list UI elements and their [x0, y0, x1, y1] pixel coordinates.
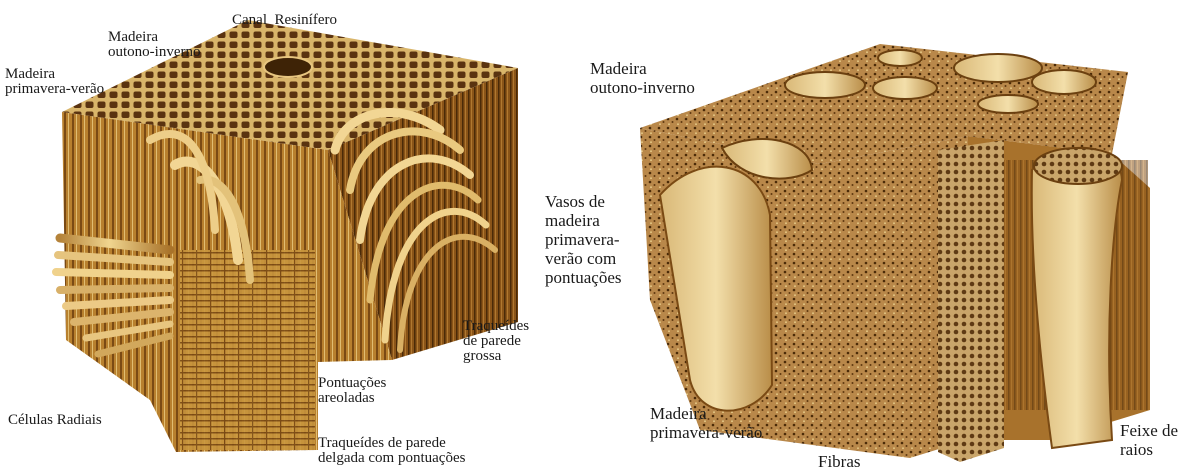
label-right-madeira-outono-inverno: Madeira outono-inverno — [590, 59, 695, 97]
large-vessel-with-pits — [660, 167, 772, 411]
label-feixe-de-raios: Feixe de raios — [1120, 421, 1178, 459]
label-left-madeira-outono-inverno: Madeira outono-inverno — [108, 30, 200, 60]
label-traqueides-parede-grossa: Traqueídes de parede grossa — [463, 319, 529, 364]
fibres-strip — [938, 140, 1004, 462]
label-pontuacoes-areoladas: Pontuações areoladas — [318, 376, 386, 406]
resin-canal — [264, 57, 312, 77]
label-traqueides-parede-delgada: Traqueídes de parede delgada com pontuaç… — [318, 436, 465, 466]
ray-bundle-tube — [1032, 148, 1122, 448]
label-left-madeira-primavera-verao: Madeira primavera-verão — [5, 67, 104, 97]
label-vasos-de-madeira: Vasos de madeira primavera- verão com po… — [545, 192, 621, 287]
ray-bundle-opening — [1034, 148, 1122, 184]
label-canal-resinifero: Canal Resinífero — [232, 13, 337, 28]
label-fibras: Fibras — [818, 452, 861, 471]
right-wood-block — [640, 44, 1150, 462]
left-wood-block — [56, 20, 518, 452]
label-celulas-radiais: Células Radiais — [8, 413, 102, 428]
label-right-madeira-primavera-verao: Madeira primavera-verão — [650, 404, 762, 442]
